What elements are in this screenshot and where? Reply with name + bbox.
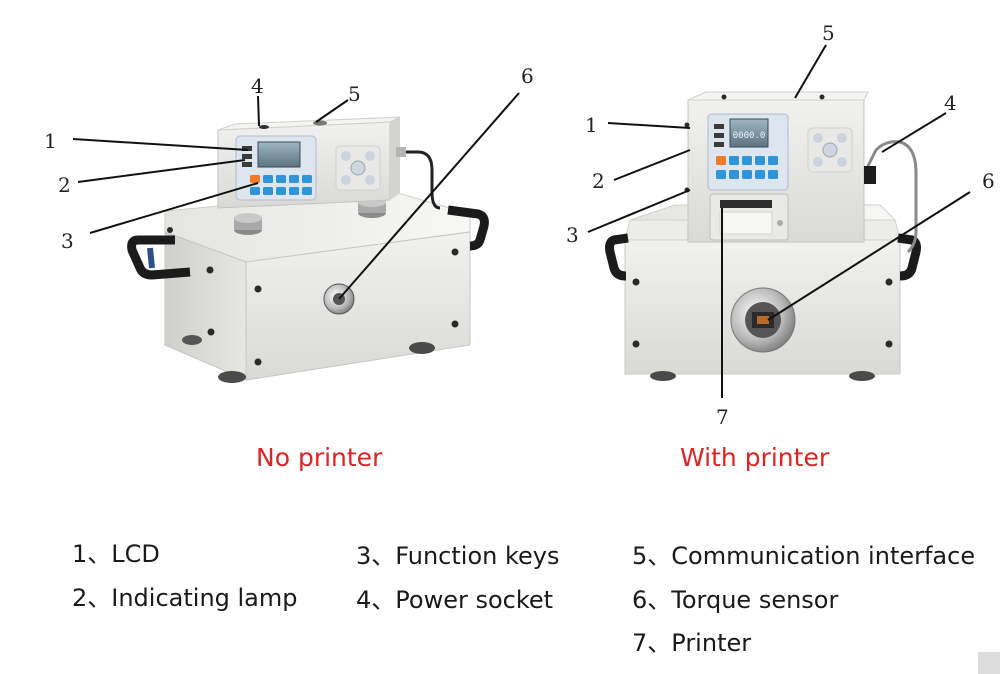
legend-item-indicating-lamp: 2、Indicating lamp	[72, 584, 298, 612]
device-with-printer: 0000.0	[566, 21, 995, 429]
right-handle	[447, 205, 489, 251]
sensor-cable-left	[398, 150, 441, 210]
control-unit-right: 0000.0	[684, 91, 918, 254]
callout-right-6: 6	[982, 169, 995, 193]
callout-right-5: 5	[822, 21, 835, 45]
base-box-left	[127, 189, 489, 383]
control-unit-left	[217, 116, 441, 210]
leaders-right	[587, 44, 971, 398]
connector-panel-right	[807, 127, 853, 173]
callout-left-2: 2	[58, 173, 71, 197]
base-feet-right	[650, 371, 875, 381]
torque-sensor-right	[730, 287, 796, 353]
callout-right-4: 4	[944, 91, 957, 115]
lcd-readout: 0000.0	[733, 131, 766, 141]
printer-unit	[709, 193, 789, 241]
legend-item-communication-interface: 5、Communication interface	[632, 542, 976, 570]
callout-right-3: 3	[566, 223, 579, 247]
lcd-left	[257, 141, 301, 168]
legend-item-printer: 7、Printer	[632, 629, 752, 657]
lcd-right	[729, 118, 769, 148]
base-feet-left	[182, 335, 435, 383]
legend-item-lcd: 1、LCD	[72, 540, 160, 568]
legend-item-function-keys: 3、Function keys	[356, 542, 560, 570]
callout-right-1: 1	[585, 113, 598, 137]
sensor-cable-right	[864, 140, 918, 254]
callout-right-7: 7	[716, 405, 729, 429]
caption-with-printer: With printer	[680, 443, 830, 472]
callout-left-5: 5	[348, 82, 361, 106]
legend-item-torque-sensor: 6、Torque sensor	[632, 586, 839, 614]
leaders-left	[72, 92, 520, 300]
function-keys-left	[250, 175, 312, 195]
device-no-printer: 1 2 3 4 5 6	[44, 64, 534, 383]
right-device-left-handle	[605, 233, 629, 281]
left-handle	[127, 235, 191, 280]
corner-mark	[978, 652, 1000, 674]
connector-panel-left	[335, 145, 381, 191]
indicating-lamps-right	[714, 124, 724, 147]
callout-left-3: 3	[61, 229, 74, 253]
callout-left-1: 1	[44, 129, 57, 153]
indicating-lamps-left	[242, 146, 252, 167]
caption-no-printer: No printer	[256, 443, 383, 472]
legend-item-power-socket: 4、Power socket	[356, 586, 554, 614]
callout-left-6: 6	[521, 64, 534, 88]
function-keys-right	[716, 156, 778, 179]
callout-left-4: 4	[251, 74, 264, 98]
callout-right-2: 2	[592, 169, 605, 193]
